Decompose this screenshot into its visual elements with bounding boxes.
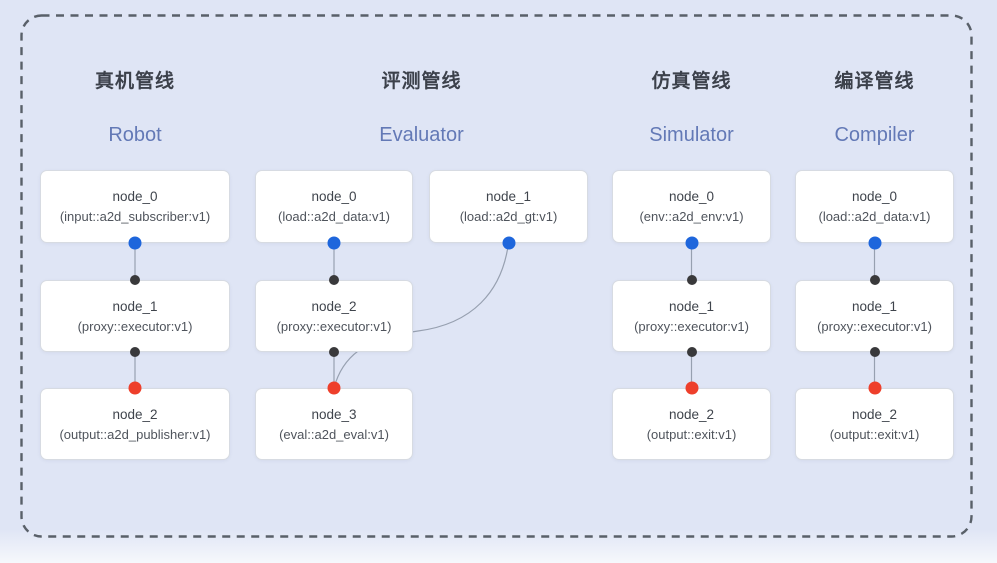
output-port-dot-blue [327, 236, 341, 250]
output-port-dot-blue [128, 236, 142, 250]
connector-curve-gt-to-eval [333, 242, 510, 389]
node-box-evaluator-node1: node_1 (load::a2d_gt:v1) [429, 170, 588, 243]
pipeline-subtitle-evaluator: Evaluator [379, 124, 464, 146]
node-type: (env::a2d_env:v1) [639, 209, 744, 224]
node-name: node_1 [112, 298, 158, 314]
input-port-dot-black [686, 275, 697, 285]
pipeline-subtitle-robot: Robot [108, 124, 162, 146]
node-box-evaluator-node2: node_2 (proxy::executor:v1) [255, 280, 413, 352]
node-box-evaluator-node3: node_3 (eval::a2d_eval:v1) [255, 388, 413, 460]
output-port-dot-blue [868, 236, 881, 250]
output-port-dot-blue [685, 236, 698, 250]
input-port-dot-black [130, 275, 140, 285]
input-port-dot-red [128, 381, 142, 395]
node-box-evaluator-node0: node_0 (load::a2d_data:v1) [255, 170, 413, 243]
input-port-dot-black [869, 275, 880, 285]
node-type: (input::a2d_subscriber:v1) [59, 209, 211, 224]
node-name: node_0 [851, 189, 898, 204]
node-name: node_0 [311, 189, 357, 204]
pipeline-title-robot: 真机管线 [94, 71, 175, 92]
node-type: (load::a2d_data:v1) [277, 209, 391, 224]
node-name: node_1 [668, 298, 715, 314]
node-box-simulator-node2: node_2 (output::exit:v1) [612, 388, 771, 460]
pipeline-subtitle-simulator: Simulator [649, 124, 734, 146]
output-port-dot-black [329, 347, 339, 357]
pipeline-title-evaluator: 评测管线 [381, 71, 462, 92]
node-name: node_2 [851, 406, 898, 422]
node-type: (eval::a2d_eval:v1) [279, 426, 389, 442]
pipeline-subtitle-compiler: Compiler [834, 124, 915, 146]
pipeline-group-dashed-border [20, 14, 973, 538]
pipeline-title-simulator: 仿真管线 [651, 71, 732, 92]
node-type: (proxy::executor:v1) [634, 318, 749, 334]
node-type: (proxy::executor:v1) [77, 318, 193, 334]
node-box-robot-node1: node_1 (proxy::executor:v1) [40, 280, 230, 352]
node-name: node_3 [311, 406, 357, 422]
pipeline-title-compiler: 编译管线 [834, 71, 915, 92]
node-box-compiler-node1: node_1 (proxy::executor:v1) [795, 280, 954, 352]
node-box-compiler-node2: node_2 (output::exit:v1) [795, 388, 954, 460]
node-name: node_0 [668, 189, 715, 204]
node-box-compiler-node0: node_0 (load::a2d_data:v1) [795, 170, 954, 243]
node-name: node_2 [112, 406, 158, 422]
node-type: (load::a2d_data:v1) [818, 209, 931, 224]
node-box-robot-node0: node_0 (input::a2d_subscriber:v1) [40, 170, 230, 243]
output-port-dot-black [130, 347, 140, 357]
input-port-dot-red [868, 381, 881, 395]
output-port-dot-black [869, 347, 880, 357]
input-port-dot-red [327, 381, 341, 395]
node-name: node_0 [112, 189, 158, 204]
node-name: node_2 [668, 406, 715, 422]
output-port-dot-blue [502, 236, 515, 250]
output-port-dot-black [686, 347, 697, 357]
node-type: (output::a2d_publisher:v1) [59, 426, 211, 442]
node-box-robot-node2: node_2 (output::a2d_publisher:v1) [40, 388, 230, 460]
node-type: (output::exit:v1) [646, 426, 737, 442]
node-type: (output::exit:v1) [829, 426, 920, 442]
node-name: node_1 [851, 298, 898, 314]
node-name: node_2 [311, 298, 357, 314]
node-box-simulator-node0: node_0 (env::a2d_env:v1) [612, 170, 771, 243]
node-type: (proxy::executor:v1) [817, 318, 932, 334]
node-name: node_1 [485, 189, 532, 204]
node-type: (load::a2d_gt:v1) [459, 209, 558, 224]
input-port-dot-red [685, 381, 698, 395]
node-type: (proxy::executor:v1) [276, 318, 392, 334]
input-port-dot-black [329, 275, 339, 285]
node-box-simulator-node1: node_1 (proxy::executor:v1) [612, 280, 771, 352]
